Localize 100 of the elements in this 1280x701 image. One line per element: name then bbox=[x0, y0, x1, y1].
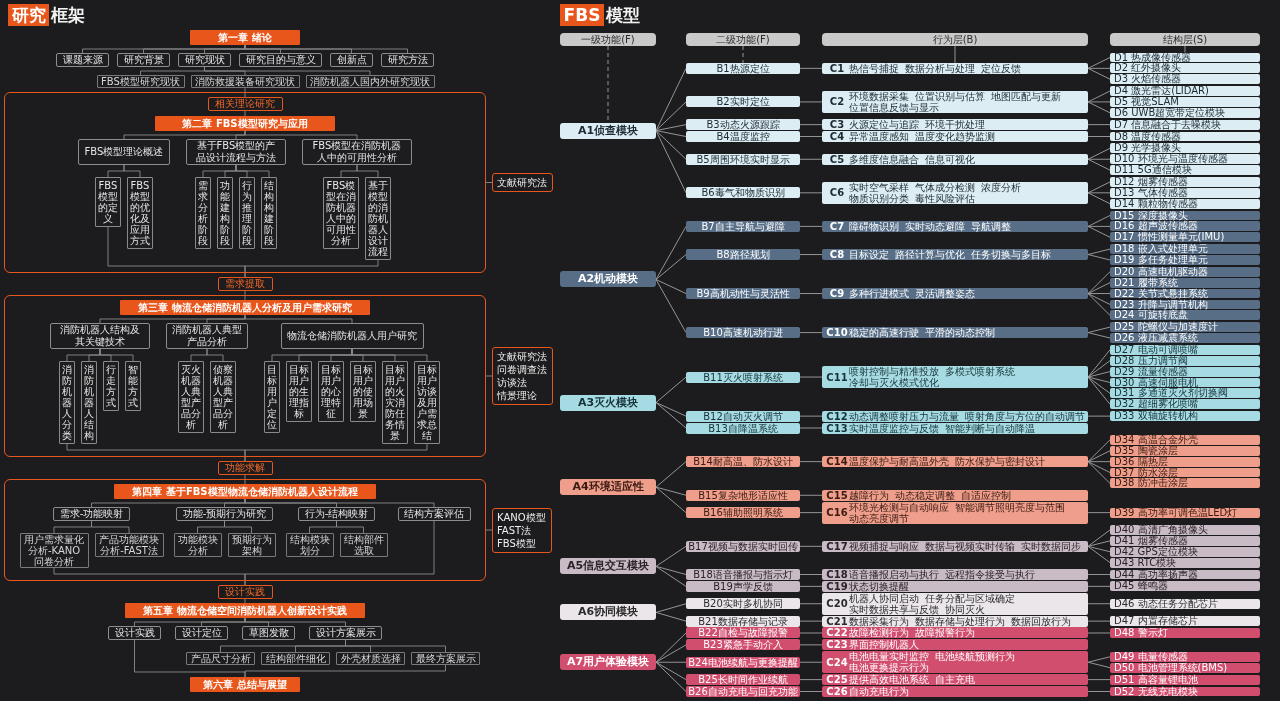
behavior-box bbox=[822, 249, 1088, 261]
connector-line bbox=[1087, 461, 1111, 484]
behavior-box bbox=[822, 119, 1088, 131]
connector-line bbox=[1087, 192, 1111, 194]
connector-line bbox=[799, 461, 823, 463]
connector-line bbox=[799, 679, 823, 681]
connector-line bbox=[655, 279, 687, 334]
structure-box: D37 防水涂层 bbox=[1110, 467, 1260, 478]
connector-line bbox=[1087, 603, 1111, 605]
connector-line bbox=[1087, 349, 1111, 378]
connector-line bbox=[1087, 225, 1111, 227]
connector-line bbox=[655, 101, 687, 132]
function-box: B24电池续航与更换提醒 bbox=[686, 656, 800, 668]
chapter-box: 第五章 物流仓储空间消防机器人创新设计实践 bbox=[125, 603, 365, 618]
topic-box: 设计方案展示 bbox=[309, 626, 382, 640]
stage-tag: 设计实践 bbox=[217, 585, 273, 599]
connector-line bbox=[1087, 57, 1111, 69]
structure-box: D9 光学摄像头 bbox=[1110, 143, 1260, 154]
function-box: B13自降温系统 bbox=[686, 422, 800, 434]
structure-box: D30 高速伺服电机 bbox=[1110, 377, 1260, 388]
connector-line bbox=[336, 520, 364, 534]
behavior-item: 目标设定 bbox=[849, 249, 889, 261]
behavior-item: 数据采集行为 bbox=[849, 615, 909, 627]
behavior-item: 地图匹配与更新 bbox=[991, 90, 1061, 102]
connector-line bbox=[799, 691, 823, 692]
connector-line bbox=[799, 427, 823, 429]
connector-line bbox=[235, 164, 270, 178]
behavior-item: 喷射角度与方位的自动调节 bbox=[965, 410, 1085, 422]
section-frame bbox=[4, 479, 486, 581]
connector-line bbox=[1087, 158, 1111, 171]
behavior-box bbox=[822, 686, 1088, 697]
behavior-item: 温度保护与耐高温外壳 bbox=[849, 456, 949, 468]
connector-line bbox=[799, 632, 823, 634]
behavior-code: C16 bbox=[825, 507, 849, 519]
behavior-box bbox=[822, 592, 1088, 615]
structure-box: D42 GPS定位模块 bbox=[1110, 546, 1260, 557]
structure-box: D24 可旋转底盘 bbox=[1110, 310, 1260, 321]
vertical-text-box: 智能方式 bbox=[125, 361, 141, 411]
function-box: B16辅助照明系统 bbox=[686, 507, 800, 519]
method-box bbox=[492, 173, 553, 192]
connector-line bbox=[1087, 529, 1111, 547]
connector-line bbox=[244, 520, 435, 586]
behavior-box bbox=[822, 410, 1088, 422]
behavior-item: 灵活调整姿态 bbox=[915, 288, 975, 300]
connector-line bbox=[244, 314, 353, 324]
connector-line bbox=[799, 585, 823, 587]
behavior-code: C25 bbox=[825, 674, 849, 686]
topic-box: 创新点 bbox=[330, 53, 373, 67]
structure-box: D38 防冲击涂层 bbox=[1110, 478, 1260, 489]
subtopic-box: 产品功能模块分析-FAST法 bbox=[94, 533, 164, 557]
connector-line bbox=[655, 565, 687, 587]
behavior-item: 越障行为 bbox=[849, 489, 889, 501]
connector-line bbox=[485, 182, 493, 183]
connector-line bbox=[1087, 225, 1111, 238]
connector-line bbox=[655, 124, 687, 132]
connector-line bbox=[1087, 271, 1111, 294]
behavior-code: C24 bbox=[825, 656, 849, 668]
connector-line bbox=[655, 661, 687, 681]
connector-line bbox=[1087, 679, 1111, 681]
vertical-text-box: 灭火机器人典型产品分析 bbox=[178, 361, 204, 433]
subtopic-box: FBS模型研究现状 bbox=[96, 75, 185, 88]
subtopic-box: 结构部件细化 bbox=[261, 652, 330, 665]
behavior-box bbox=[822, 489, 1088, 501]
behavior-item: 多模式喷射系统 bbox=[945, 366, 1015, 378]
structure-box: D23 升降与调节机构 bbox=[1110, 299, 1260, 310]
structure-box: D17 惯性测量单元(IMU) bbox=[1110, 232, 1260, 243]
connector-line bbox=[655, 632, 687, 663]
structure-box: D14 颗粒物传感器 bbox=[1110, 198, 1260, 209]
connector-line bbox=[1087, 439, 1111, 463]
connector-line bbox=[244, 110, 246, 117]
function-box: B19声学反馈 bbox=[686, 580, 800, 592]
behavior-item: 实时数据共享与反馈 bbox=[849, 603, 939, 615]
connector-line bbox=[244, 617, 346, 627]
subtopic-box: 外壳材质选择 bbox=[336, 652, 405, 665]
behavior-item: 智能判断与自动降温 bbox=[945, 422, 1035, 434]
topic-box: 研究背景 bbox=[117, 53, 170, 67]
connector-line bbox=[799, 225, 823, 227]
structure-box: D39 高功率可调色温LED灯 bbox=[1110, 507, 1260, 518]
connector-line bbox=[655, 130, 687, 160]
behavior-box bbox=[822, 131, 1088, 142]
title-highlight: FBS bbox=[560, 4, 604, 26]
module-box: A5信息交互模块 bbox=[560, 558, 656, 575]
connector-line bbox=[655, 130, 687, 137]
subtopic-box: 最终方案展示 bbox=[411, 652, 480, 665]
behavior-item: 数据分析与处理 bbox=[905, 62, 975, 74]
vertical-text-box: 功能建构阶段 bbox=[217, 177, 233, 249]
connector-line bbox=[1087, 293, 1111, 316]
topic-box: 物流仓储消防机器人用户研究 bbox=[280, 323, 424, 349]
behavior-code: C2 bbox=[828, 96, 846, 108]
connector-line bbox=[244, 443, 428, 462]
behavior-item: 防水保护与密封设计 bbox=[955, 456, 1045, 468]
behavior-item: 任务切换与多目标 bbox=[971, 249, 1051, 261]
function-box: B11灭火喷射系统 bbox=[686, 371, 800, 383]
structure-box: D8 温度传感器 bbox=[1110, 131, 1260, 142]
structure-box: D12 烟雾传感器 bbox=[1110, 176, 1260, 187]
behavior-box bbox=[822, 153, 1088, 165]
connector-line bbox=[799, 574, 823, 575]
connector-line bbox=[244, 598, 246, 604]
behavior-item: 智能调节照明亮度与范围 bbox=[955, 501, 1065, 513]
connector-line bbox=[244, 474, 246, 485]
